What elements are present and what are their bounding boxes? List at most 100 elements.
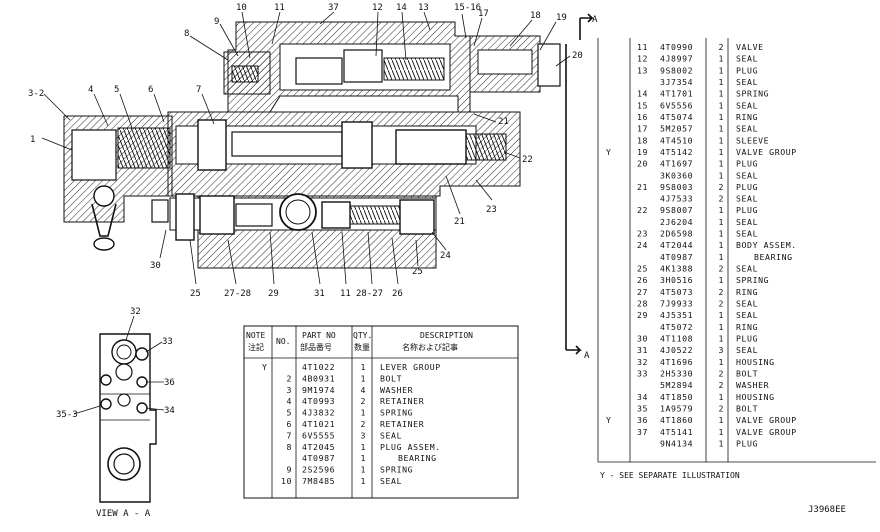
callout-15-16: 15-16: [454, 3, 481, 13]
view-title: VIEW A - A: [96, 509, 151, 519]
valve-section-drawing: [63, 13, 594, 355]
cell-no: 23: [637, 229, 648, 239]
callout-labels: 1 3-2 4 5 6 7 8 9 10 11 37 12 14 13 15-1…: [28, 3, 598, 361]
cell-desc: RETAINER: [380, 396, 424, 406]
cell-part: 7J9933: [660, 299, 693, 309]
callout-29: 29: [268, 289, 279, 299]
cell-qty: 1: [718, 170, 724, 180]
cell-part: 4T2045: [302, 442, 335, 452]
cell-no: 28: [637, 299, 648, 309]
callout-23: 23: [486, 205, 497, 215]
callout-25-right: 25: [412, 267, 423, 277]
cell-part: 5M2894: [660, 380, 693, 390]
cell-desc: SEAL: [736, 124, 758, 134]
callout-28-27: 28-27: [356, 289, 383, 299]
cell-part: 4T1021: [302, 419, 335, 429]
cell-desc: SEAL: [736, 194, 758, 204]
header-note-jp: 注記: [248, 342, 264, 352]
cell-desc: VALVE GROUP: [736, 427, 797, 437]
callout-20: 20: [572, 51, 583, 61]
cell-desc: RING: [736, 112, 758, 122]
cell-no: 20: [637, 159, 648, 169]
cell-no: 22: [637, 205, 648, 215]
cell-note: Y: [606, 147, 612, 157]
cell-part: 5M2057: [660, 124, 693, 134]
cell-qty: 1: [718, 427, 724, 437]
cell-qty: 1: [718, 89, 724, 99]
cell-qty: 1: [718, 229, 724, 239]
cell-desc: SEAL: [736, 77, 758, 87]
cell-desc: SPRING: [380, 408, 413, 418]
callout-24: 24: [440, 251, 451, 261]
cell-qty: 2: [360, 396, 366, 406]
cell-desc: SEAL: [380, 430, 402, 440]
cell-note: Y: [606, 415, 612, 425]
header-note: NOTE: [246, 331, 265, 340]
cell-qty: 1: [718, 159, 724, 169]
cell-desc: HOUSING: [736, 357, 775, 367]
parts-table-left: NOTE 注記 NO. PART NO 部品番号 QTY. 数量 DESCRIP…: [243, 325, 519, 499]
cell-qty: 1: [360, 476, 366, 486]
cell-no: 14: [637, 89, 648, 99]
cell-desc: PLUG ASSEM.: [380, 442, 441, 452]
cell-desc: SPRING: [736, 275, 769, 285]
cell-qty: 1: [718, 415, 724, 425]
header-part-no: PART NO: [302, 331, 336, 340]
cell-qty: 1: [360, 408, 366, 418]
callout-leaders: [41, 11, 571, 285]
header-part-no-jp: 部品番号: [300, 342, 332, 352]
cell-qty: 1: [718, 112, 724, 122]
cell-qty: 2: [718, 299, 724, 309]
cell-part: 4T1108: [660, 334, 693, 344]
view-callout-32: 32: [130, 307, 141, 317]
header-no: NO.: [276, 337, 290, 346]
cell-desc: SEAL: [736, 264, 758, 274]
cell-desc: SEAL: [736, 170, 758, 180]
cell-part: 6V5556: [660, 100, 693, 110]
cell-part: 4T1850: [660, 392, 693, 402]
callout-21-lower: 21: [454, 217, 465, 227]
cell-no: 12: [637, 54, 648, 64]
cell-no: 35: [637, 403, 648, 413]
cell-desc: VALVE GROUP: [736, 415, 797, 425]
cell-part: 4T1701: [660, 89, 693, 99]
callout-9: 9: [214, 17, 219, 27]
cell-qty: 1: [718, 357, 724, 367]
cell-no: 27: [637, 287, 648, 297]
cell-no: 3: [286, 385, 292, 395]
cell-part: 4J0522: [660, 345, 693, 355]
header-description: DESCRIPTION: [420, 331, 473, 340]
callout-31: 31: [314, 289, 325, 299]
cell-qty: 1: [718, 240, 724, 250]
cell-qty: 1: [718, 334, 724, 344]
cell-part: 4T1860: [660, 415, 693, 425]
cell-qty: 1: [718, 438, 724, 448]
table-footnote: Y - SEE SEPARATE ILLUSTRATION: [600, 471, 740, 480]
cell-qty: 2: [718, 287, 724, 297]
cell-no: 31: [637, 345, 648, 355]
cell-no: 25: [637, 264, 648, 274]
cell-part: 4J8997: [660, 54, 693, 64]
